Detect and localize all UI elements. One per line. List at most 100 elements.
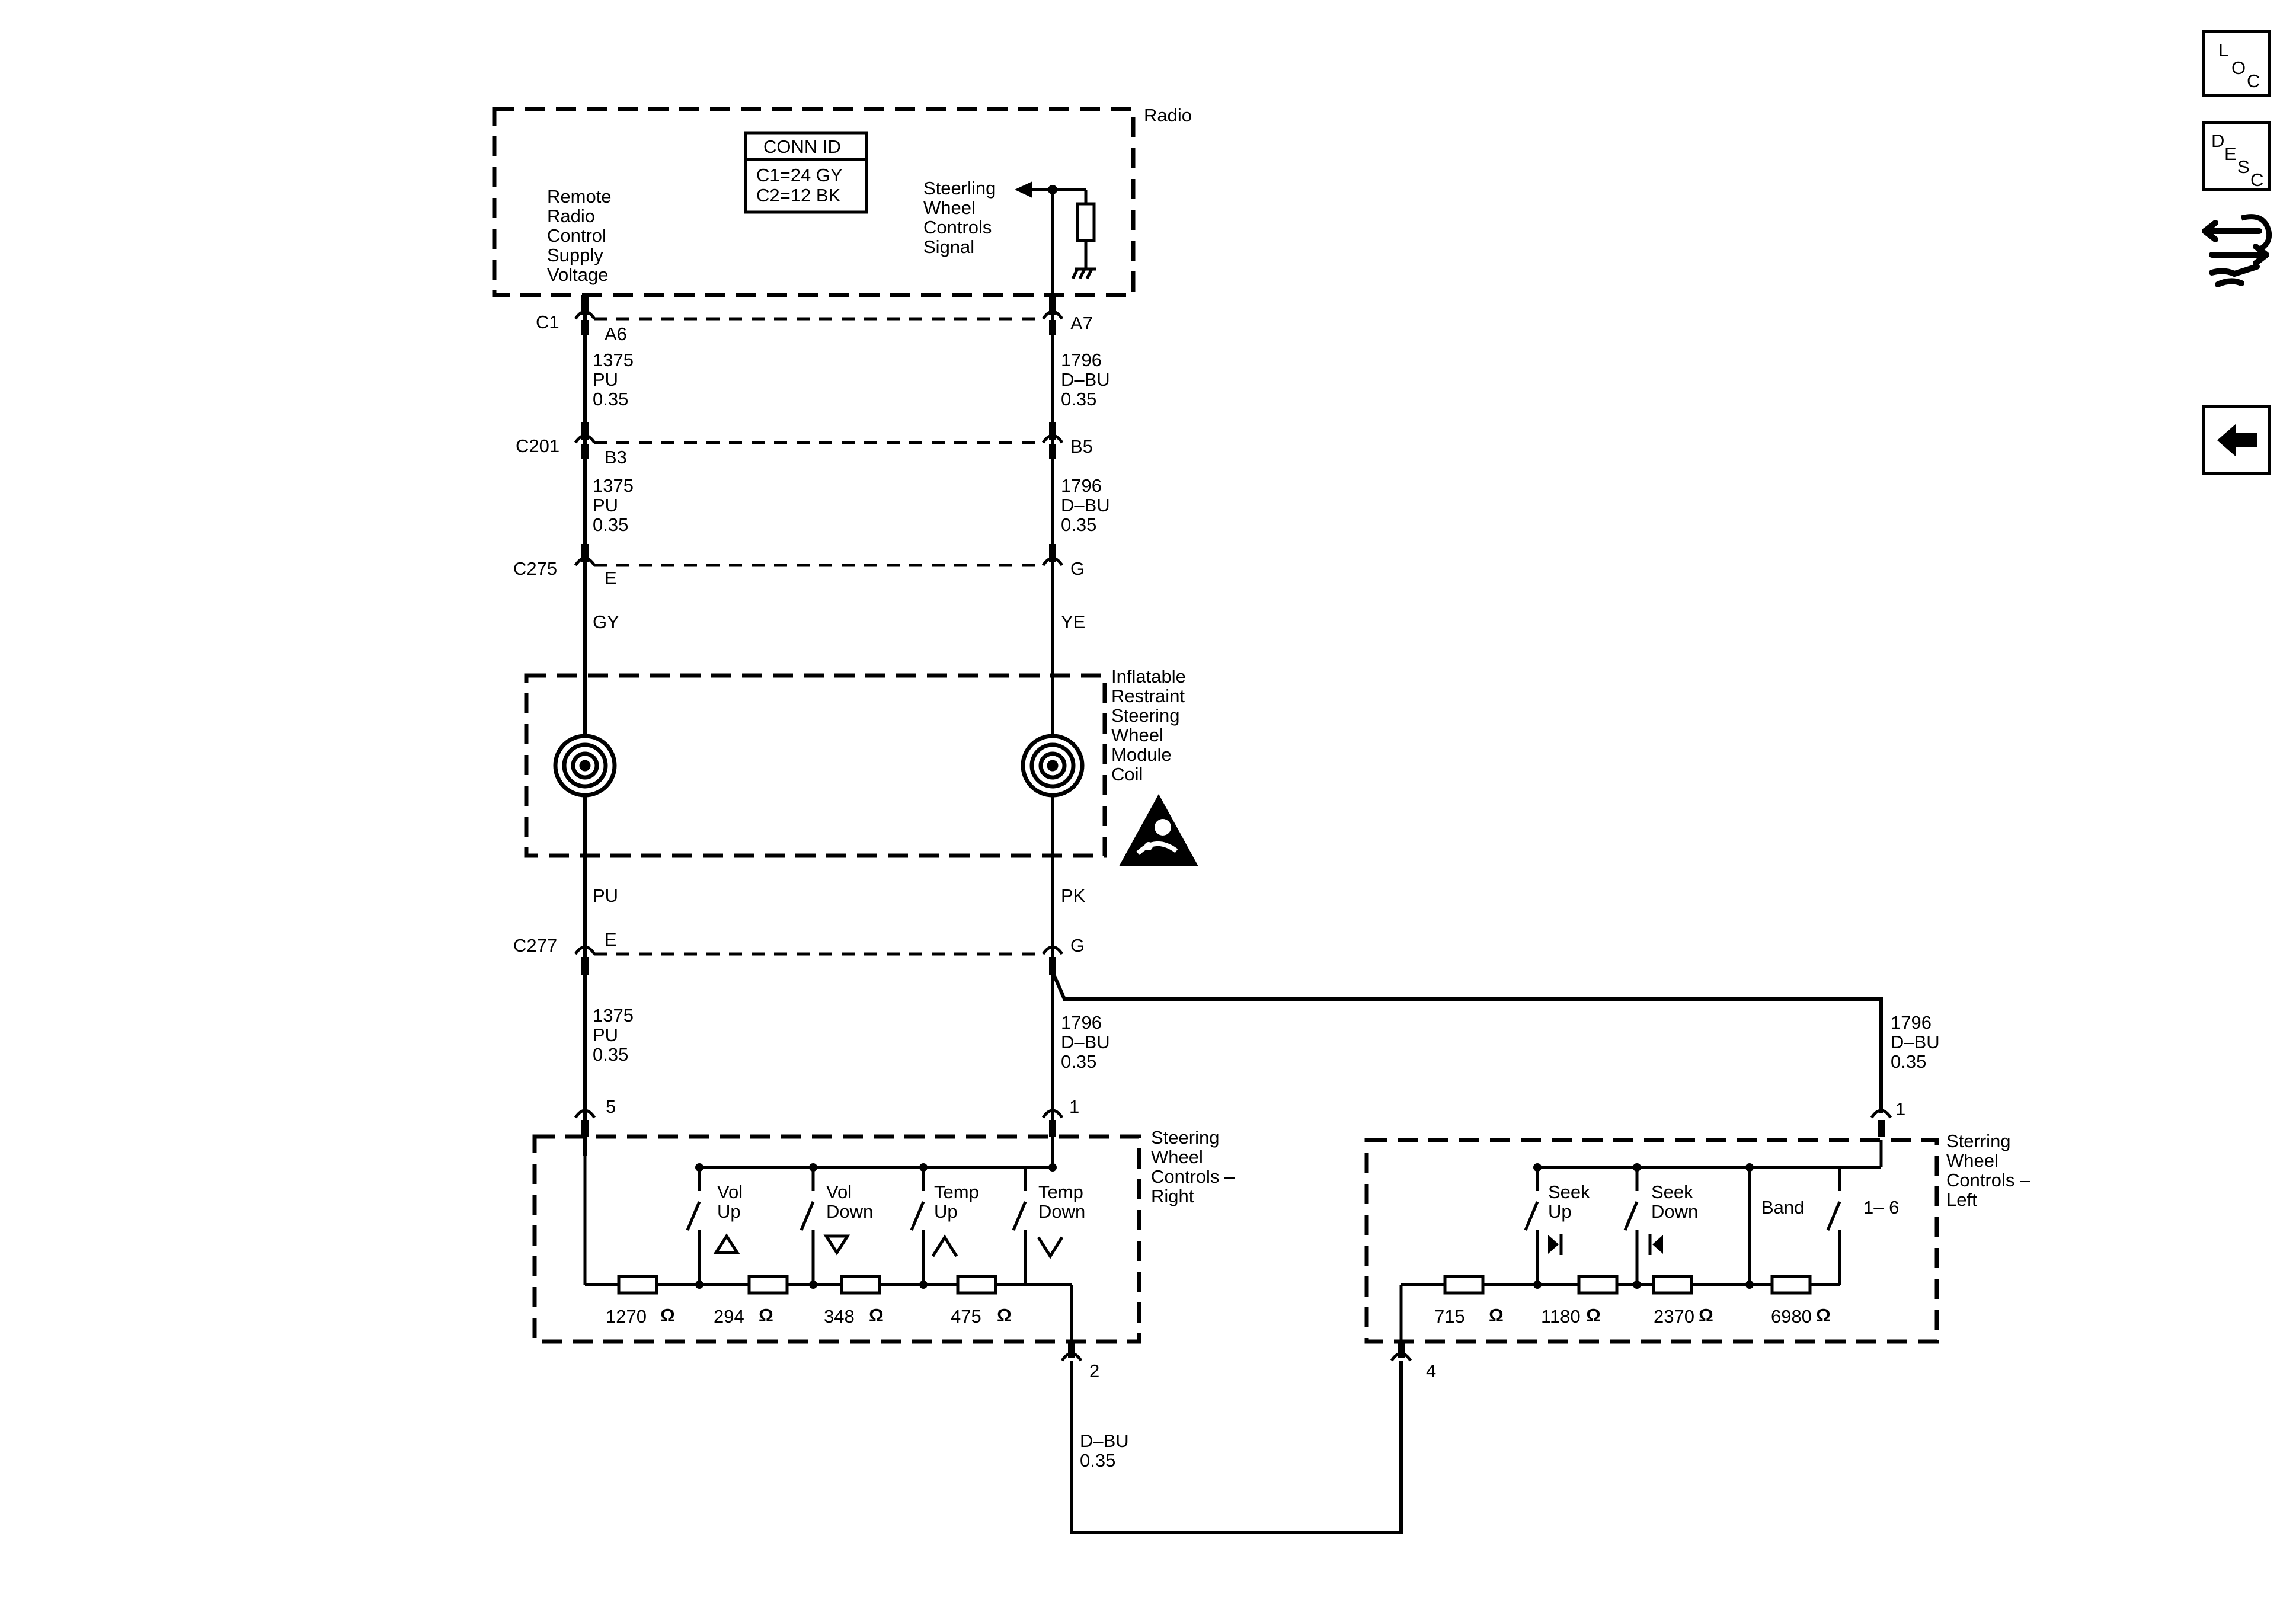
c1-pin-a7: A7: [1070, 313, 1093, 334]
wire-color-pu: PU: [593, 885, 618, 906]
svg-text:Ω: Ω: [1699, 1305, 1713, 1326]
c275-label: C275: [513, 558, 557, 579]
desc-letter-e: E: [2224, 143, 2237, 164]
switch-seek-up-label: Seek Up: [1548, 1182, 1590, 1222]
svg-text:Right: Right: [1151, 1186, 1194, 1206]
svg-text:D–BU: D–BU: [1891, 1032, 1940, 1052]
loc-letter-c: C: [2247, 71, 2260, 91]
pin-2: 2: [1089, 1361, 1099, 1381]
coil-label: Inflatable Restraint Steering Wheel Modu…: [1111, 666, 1186, 785]
svg-text:1796: 1796: [1061, 1012, 1102, 1033]
radio-label: Radio: [1144, 105, 1192, 126]
svg-text:Up: Up: [934, 1201, 958, 1222]
svg-text:0.35: 0.35: [1061, 1051, 1096, 1072]
svg-text:0.35: 0.35: [1061, 389, 1096, 409]
left-coil-spiral: [553, 734, 617, 798]
left-resistor-values: 715 Ω 1180 Ω 2370 Ω 6980 Ω: [1434, 1305, 1831, 1327]
switch-band-label: Band: [1761, 1197, 1804, 1218]
c201-pin-b5: B5: [1070, 436, 1093, 457]
svg-text:Ω: Ω: [660, 1305, 675, 1326]
svg-text:0.35: 0.35: [1891, 1051, 1926, 1072]
svg-text:Temp: Temp: [1038, 1182, 1083, 1202]
svg-text:0.35: 0.35: [593, 1044, 628, 1065]
svg-text:Voltage: Voltage: [547, 264, 608, 285]
svg-text:2370: 2370: [1654, 1306, 1694, 1327]
desc-letter-s: S: [2237, 156, 2250, 177]
switch-temp-up-label: Temp Up: [934, 1182, 979, 1222]
pin-1-left: 1: [1895, 1099, 1905, 1119]
pull-up-resistor: [1076, 202, 1096, 242]
wire-label-branch-left: 1796 D–BU 0.35: [1891, 1012, 1940, 1072]
svg-text:294: 294: [714, 1306, 744, 1327]
clockspring-coil-box: [524, 673, 1107, 858]
svg-text:Inflatable: Inflatable: [1111, 666, 1186, 687]
c1-label: C1: [536, 312, 559, 332]
svg-text:Controls –: Controls –: [1151, 1166, 1235, 1187]
wire-color-gy: GY: [593, 612, 619, 632]
svg-text:Remote: Remote: [547, 186, 612, 207]
svg-text:Seek: Seek: [1548, 1182, 1590, 1202]
svg-text:0.35: 0.35: [1080, 1450, 1115, 1471]
svg-text:Seek: Seek: [1651, 1182, 1693, 1202]
svg-text:Module: Module: [1111, 744, 1172, 765]
svg-text:Wheel: Wheel: [1946, 1150, 1998, 1171]
radio-left-text: Remote Radio Control Supply Voltage: [547, 186, 612, 285]
right-coil-spiral: [1021, 734, 1085, 798]
svg-text:1375: 1375: [593, 1005, 634, 1026]
svg-text:0.35: 0.35: [593, 389, 628, 409]
wire-label-b3-e: 1375 PU 0.35: [593, 475, 634, 535]
seek-up-icon: [1548, 1234, 1563, 1255]
svg-text:Supply: Supply: [547, 245, 603, 265]
c201-pin-b3: B3: [605, 447, 627, 468]
svg-text:1375: 1375: [593, 350, 634, 370]
switch-vol-down-label: Vol Down: [826, 1182, 873, 1222]
c275-pin-g: G: [1070, 558, 1085, 579]
svg-text:Ω: Ω: [759, 1305, 773, 1326]
svg-text:D–BU: D–BU: [1061, 495, 1110, 516]
c277-pin-g: G: [1070, 935, 1085, 956]
wire-label-b5-g: 1796 D–BU 0.35: [1061, 475, 1110, 535]
desc-letter-d: D: [2211, 130, 2225, 151]
back-button[interactable]: [2202, 405, 2271, 475]
svg-text:0.35: 0.35: [593, 514, 628, 535]
svg-text:Down: Down: [1651, 1201, 1698, 1222]
svg-text:Ω: Ω: [1816, 1305, 1831, 1326]
connector-navigation-icon[interactable]: [2200, 207, 2273, 296]
svg-text:Controls –: Controls –: [1946, 1170, 2030, 1190]
svg-text:PU: PU: [593, 369, 618, 390]
svg-text:715: 715: [1434, 1306, 1465, 1327]
description-button[interactable]: D E S C: [2202, 121, 2271, 191]
left-controls-circuit: [1399, 1140, 1883, 1357]
svg-text:Down: Down: [826, 1201, 873, 1222]
airbag-warning-icon: [1119, 794, 1198, 866]
svg-text:1270: 1270: [606, 1306, 647, 1327]
svg-text:Coil: Coil: [1111, 764, 1143, 785]
radio-right-text: Steerling Wheel Controls Signal: [923, 178, 996, 257]
connector-c277: [574, 945, 1064, 975]
switch-preset-label: 1– 6: [1863, 1197, 1899, 1218]
loc-letter-o: O: [2231, 57, 2246, 78]
location-button[interactable]: L O C: [2202, 30, 2271, 97]
connector-c201: [574, 422, 1064, 459]
svg-text:Control: Control: [547, 225, 606, 246]
svg-text:6980: 6980: [1771, 1306, 1812, 1327]
connector-c275: [574, 544, 1064, 566]
svg-text:PU: PU: [593, 495, 618, 516]
wire-color-ye: YE: [1061, 612, 1085, 632]
c277-label: C277: [513, 935, 557, 956]
svg-text:D–BU: D–BU: [1061, 1032, 1110, 1052]
svg-text:D–BU: D–BU: [1061, 369, 1110, 390]
svg-text:Vol: Vol: [717, 1182, 743, 1202]
right-resistor-values: 1270 Ω 294 Ω 348 Ω 475 Ω: [606, 1305, 1012, 1327]
pin-1-right: 1: [1069, 1096, 1079, 1117]
back-arrow-icon: [2217, 424, 2257, 457]
svg-text:Signal: Signal: [923, 236, 974, 257]
svg-text:Ω: Ω: [869, 1305, 884, 1326]
c275-pin-e: E: [605, 568, 617, 588]
svg-text:Steering: Steering: [1111, 705, 1179, 726]
switch-seek-down-label: Seek Down: [1651, 1182, 1698, 1222]
svg-text:Wheel: Wheel: [1151, 1147, 1203, 1167]
wire-label-2-4: D–BU 0.35: [1080, 1430, 1129, 1471]
desc-letter-c: C: [2250, 169, 2264, 190]
vol-up-triangle-icon: [713, 1233, 740, 1254]
